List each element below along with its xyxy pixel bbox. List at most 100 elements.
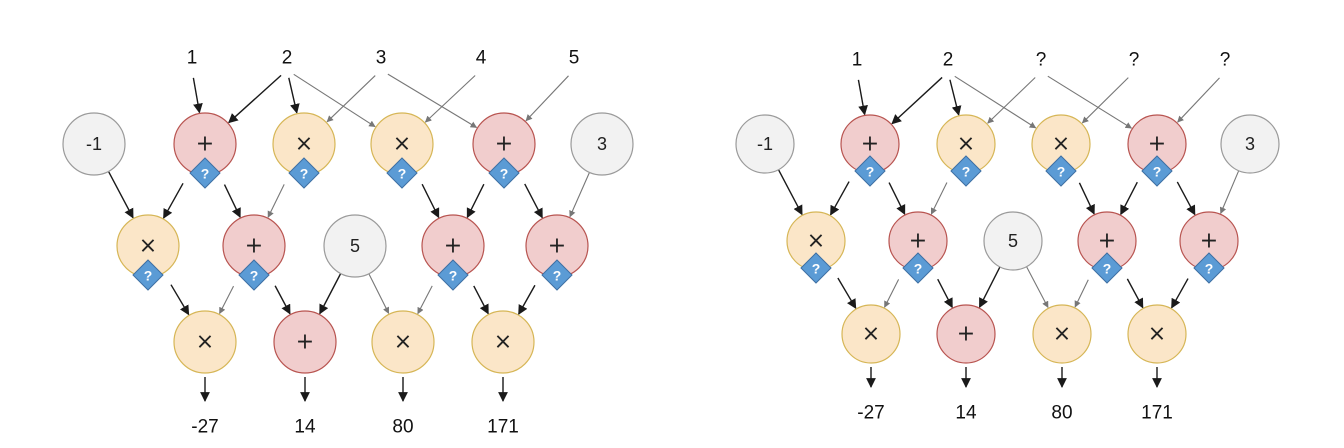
left-edge-r1r2-3: [267, 184, 285, 218]
left-edge-r1r2-5: [466, 183, 485, 219]
right-row1-node-2-times-symbol: ×: [957, 132, 975, 157]
left-row2-node-2: 5: [323, 214, 387, 278]
right-input-label-2: ?: [1036, 50, 1047, 71]
right-edge-r2r3-3: [978, 266, 1001, 309]
left-edge-input-4: [326, 75, 376, 123]
left-edge-r2r3-1: [219, 285, 235, 315]
right-row2-node-0-times-symbol: ×: [807, 229, 825, 254]
right-edge-r1r2-4: [1078, 182, 1095, 215]
left-row2-node-0-question-mark: ?: [144, 268, 153, 284]
right-row3-node-2: ×: [1032, 304, 1092, 364]
right-edge-input-6: [1081, 77, 1129, 124]
right-row1-node-3-question-mark: ?: [1057, 164, 1066, 180]
left-row3-node-1-circle: [273, 310, 337, 374]
right-row3-node-2-times-symbol: ×: [1053, 322, 1071, 347]
right-row3-node-1-plus-symbol: +: [957, 322, 975, 347]
left-row2-node-3-question-mark: ?: [449, 268, 458, 284]
right-output-label-2: 80: [1051, 403, 1072, 424]
left-row2-node-3-question-diamond: [437, 259, 469, 291]
right-row3-node-1: +: [936, 304, 996, 364]
right-edge-r2r3-6: [1126, 278, 1144, 309]
right-row1-node-2-question-mark: ?: [962, 164, 971, 180]
right-row2-node-2-value: 5: [1008, 231, 1018, 251]
left-row2-node-1: +?: [222, 214, 286, 291]
left-edge-r2r3-2: [274, 285, 291, 315]
right-row1-node-5-value: 3: [1245, 134, 1255, 154]
left-row1-node-4-question-diamond: [488, 157, 520, 189]
right-edge-input-3: [954, 75, 1037, 129]
left-row2-node-0-question-diamond: [132, 259, 164, 291]
left-row1-node-5-value: 3: [597, 134, 607, 154]
left-edge-r2r3-4: [368, 273, 390, 314]
left-edge-r1r2-2: [223, 184, 241, 219]
left-output-label-3: 171: [487, 417, 519, 438]
right-row2-node-1-plus-symbol: +: [909, 229, 927, 254]
right-edge-r1r2-1: [829, 181, 850, 216]
right-edge-r1r2-7: [1219, 170, 1240, 214]
left-row1-node-2-question-diamond: [288, 157, 320, 189]
right-row3-node-0-circle: [841, 304, 901, 364]
right-row2-node-0-question-diamond: [800, 252, 832, 284]
left-input-label-4: 5: [569, 48, 580, 69]
right-row1-node-4-plus-symbol: +: [1148, 132, 1166, 157]
left-input-label-0: 1: [187, 48, 198, 69]
right-row3-node-2-circle: [1032, 304, 1092, 364]
left-row3-node-1-plus-symbol: +: [296, 330, 314, 355]
right-edge-r2r3-2: [937, 278, 953, 309]
right-row1-node-4: +?: [1127, 114, 1187, 187]
right-edge-input-0: [857, 79, 868, 116]
right-row1-node-1-question-mark: ?: [866, 164, 875, 180]
right-input-label-4: ?: [1220, 50, 1231, 71]
left-row3-node-0: ×: [173, 310, 237, 374]
right-edge-r2r3-1: [884, 279, 900, 308]
left-edge-r2r3-5: [417, 285, 433, 315]
left-output-label-1: 14: [294, 417, 316, 438]
right-row2-node-1: +?: [888, 211, 948, 284]
right-row1-node-1: +?: [840, 114, 900, 187]
right-edge-r2r3-7: [1171, 278, 1189, 309]
right-row1-node-5-circle: [1220, 114, 1280, 174]
right-row2-node-2-circle: [983, 211, 1043, 271]
right-row1-node-2: ×?: [936, 114, 996, 187]
left-row1-node-0-circle: [62, 112, 126, 176]
left-edge-r2r3-3: [319, 273, 342, 315]
right-edge-input-7: [1177, 77, 1220, 123]
left-row2-node-0: ×?: [116, 214, 180, 291]
left-row3-node-0-circle: [173, 310, 237, 374]
right-row2-node-3-question-mark: ?: [1103, 261, 1112, 277]
left-input-label-3: 4: [476, 48, 487, 69]
right-row2-node-1-question-mark: ?: [914, 261, 923, 277]
right-row2-node-4-plus-symbol: +: [1200, 229, 1218, 254]
right-input-label-1: 2: [943, 50, 954, 71]
left-row2-node-2-circle: [323, 214, 387, 278]
left-edge-input-1: [228, 74, 282, 124]
right-edge-input-1: [891, 76, 943, 125]
right-input-label-3: ?: [1129, 50, 1140, 71]
left-row1-node-1-question-diamond: [189, 157, 221, 189]
left-row1-node-2-times-symbol: ×: [295, 132, 313, 157]
right-row1-node-0-circle: [735, 114, 795, 174]
left-row1-node-2-question-mark: ?: [300, 166, 309, 182]
right-edge-input-4: [987, 77, 1036, 124]
right-row3-node-0: ×: [841, 304, 901, 364]
right-row2-node-4-question-mark: ?: [1205, 261, 1214, 277]
left-row2-node-3-plus-symbol: +: [444, 234, 462, 259]
left-row1-node-3-question-mark: ?: [398, 166, 407, 182]
right-output-label-3: 171: [1141, 403, 1173, 424]
right-row1-node-3-question-diamond: [1045, 155, 1077, 187]
right-row1-node-5: 3: [1220, 114, 1280, 174]
right-output-label-0: -27: [857, 403, 884, 424]
left-row3-node-3-times-symbol: ×: [494, 330, 512, 355]
left-input-label-1: 2: [282, 48, 293, 69]
left-row3-node-3: ×: [471, 310, 535, 374]
left-row1-node-5: 3: [570, 112, 634, 176]
right-row1-node-3-times-symbol: ×: [1052, 132, 1070, 157]
right-row2-node-3: +?: [1077, 211, 1137, 284]
right-edge-r1r2-6: [1176, 181, 1196, 216]
right-row3-node-1-circle: [936, 304, 996, 364]
left-edge-r2r3-6: [473, 285, 489, 315]
left-row3-node-2-circle: [371, 310, 435, 374]
right-edge-r1r2-0: [777, 169, 803, 216]
left-row2-node-1-question-mark: ?: [250, 268, 259, 284]
